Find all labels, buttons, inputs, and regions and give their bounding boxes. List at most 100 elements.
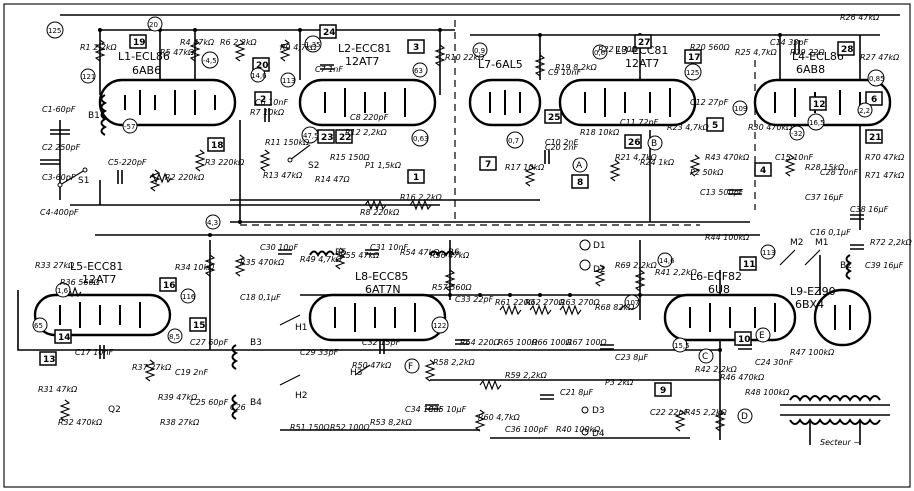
tube-l9-envelope [813,288,872,347]
r8-label: R8 220kΩ [360,208,400,217]
c13-label: C13 500pF [700,188,744,197]
r3-label: R3 220kΩ [205,158,245,167]
circ-2-2: 2,2 [859,107,870,115]
point-f: F [408,362,413,372]
circ-0-6: 0,6 [594,49,606,57]
c30-label: C30 10nF [260,243,299,252]
point-c: C [702,352,708,362]
boxed-test-points: 19 20 24 3 27 17 28 6 18 2 23 22 1 25 26… [39,24,883,397]
box-28: 28 [841,45,854,55]
r34-label: R34 10kΩ [175,263,215,272]
r56-label: R56 47kΩ [430,251,470,260]
r20-label: R20 560Ω [690,43,731,52]
l5-name: L5-ECC81 [70,260,123,273]
box-18: 18 [211,141,224,151]
r70-label: R70 47kΩ [865,153,905,162]
c14-label: C14 33pF [770,38,809,47]
tube-electrodes [59,88,861,332]
r37-label: R37 27kΩ [132,363,172,372]
box-6: 6 [871,95,877,105]
circ-16-5: 16,5 [809,119,825,127]
h1-label: H1 [295,323,308,333]
r19-label: R19 8,2kΩ [555,63,598,72]
l9-type: 6BX4 [795,298,824,311]
c33-label: C33 22pF [455,295,494,304]
r72-label: R72 2,2kΩ [870,238,913,247]
box-23: 23 [321,133,334,143]
r40-label: R40 100kΩ [556,425,601,434]
m1-label: M1 [815,238,829,248]
m2-label: M2 [790,238,804,248]
c9-label: C9 10nF [548,68,581,77]
r62-label: R62 270Ω [525,298,566,307]
r16-label: R16 2,2kΩ [400,193,443,202]
capacitor-labels: C1-60pF C2 250pF C3-60pF C4-400pF C5-220… [40,38,904,434]
r36-label: R36 560Ω [60,278,101,287]
l6-type: 6U8 [708,283,730,296]
b5-label: B5 [335,248,347,258]
r17-label: R17 10kΩ [505,163,545,172]
r39-label: R39 47kΩ [158,393,198,402]
c34-label: C34 10nF [405,405,444,414]
circ-107: 107 [626,299,639,307]
r1-label: R1 2,2kΩ [80,43,118,52]
d4-label: D4 [592,429,605,439]
c7-label: C7 1nF [315,65,343,74]
r18-label: R18 10kΩ [580,128,620,137]
tube-l3-envelope [558,78,697,127]
r64-label: R64 220Ω [460,338,501,347]
c15-label: C15 10nF [775,153,814,162]
c39-label: C39 16μF [865,261,904,270]
r50-label: R50 47kΩ [352,361,392,370]
r49-label: R49 4,7kΩ [300,255,343,264]
circ-109: 109 [734,105,747,113]
c6-label: C6 10nF [255,98,288,107]
r57-label: R57 560Ω [432,283,473,292]
circ-1-35: 1,35 [305,41,321,49]
circ-neg-32: -32 [791,130,802,138]
b6-label: B6 [448,248,460,258]
r54-label: R54 47kΩ [400,248,440,257]
r51-label: R51 150Ω [290,423,331,432]
circ-125b: 125 [686,69,699,77]
circ-15-5: 15,5 [674,342,690,350]
circ-14-6b: 14,6 [659,257,675,265]
box-9: 9 [660,386,666,396]
box-13: 13 [43,355,56,365]
circ-0-7: 0,7 [508,137,519,145]
box-16: 16 [163,281,176,291]
l2-type: 12AT7 [345,55,379,68]
r68-label: R68 82kΩ [595,303,635,312]
tube-l1-envelope [98,78,237,127]
capacitor-symbols [40,40,864,410]
r69-label: R69 2,2kΩ [615,261,658,270]
l9-name: L9-EZ90 [790,285,836,298]
circled-values: 125 20 121 113 1,35 0,9 0,6 125 0,7 109 … [32,16,885,353]
c38-label: C38 16μF [850,205,889,214]
d3-label: D3 [592,406,605,416]
l4-name: L4-ECL86 [792,50,844,63]
r46-label: R46 470kΩ [720,373,765,382]
l3-name: L3-ECC81 [615,44,668,57]
r45-label: R45 2,2kΩ [685,408,728,417]
c17-label: C17 10nF [75,348,114,357]
r9-label: R9 4,7kΩ [280,43,318,52]
r25-label: R25 4,7kΩ [735,48,778,57]
c12-label: C12 27pF [690,98,729,107]
r53-label: R53 8,2kΩ [370,418,413,427]
r58-label: R58 2,2kΩ [433,358,476,367]
box-17: 17 [688,53,701,63]
circ-116: 116 [182,293,196,301]
box-14: 14 [58,333,71,343]
circ-1-6: 1,6 [57,287,69,295]
c35-label: C35 10μF [428,405,467,414]
circ-14-6: 14,6 [251,72,267,80]
r22-label: R22 100Ω [598,45,639,54]
circ-113b: 113 [762,249,775,257]
box-26: 26 [628,138,641,148]
l4-type: 6AB8 [796,63,825,76]
s2-label: S2 [308,161,319,171]
c26-label: C26 [230,403,246,412]
r65-label: R65 100Ω [498,338,539,347]
